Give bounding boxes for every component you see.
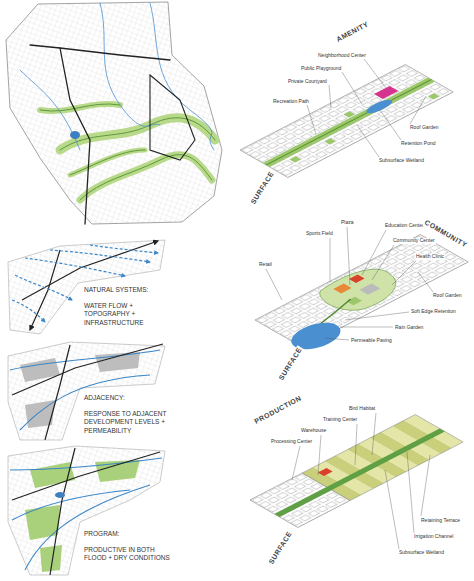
callout-label: Warehouse: [300, 428, 327, 434]
section-axis-label: SURFACE: [276, 345, 303, 382]
section-axis-label: PRODUCTION: [252, 394, 303, 426]
callout-label: Plaza: [340, 220, 355, 226]
section-note: RESPONSE TO ADJACENT DEVELOPMENT LEVELS …: [83, 410, 180, 435]
amenity-axon: [240, 65, 453, 178]
callout-label: Roof Garden: [432, 293, 463, 299]
callout-label: Community Center: [392, 238, 436, 244]
callout-label: Health Clinic: [415, 254, 445, 260]
section-note: PRODUCTIVE IN BOTH FLOOD + DRY CONDITION…: [83, 546, 175, 563]
callout-label: Bird Habitat: [348, 406, 376, 412]
callout-label: Neighborhood Center: [317, 53, 367, 59]
callout-label: Education Center: [384, 223, 425, 229]
callout-label: Roof Garden: [409, 125, 440, 131]
callout-label: Permeable Paving: [350, 338, 393, 344]
section-heading: NATURAL SYSTEMS:: [83, 286, 149, 293]
section-heading: ADJACENCY:: [83, 394, 126, 401]
callout-label: Processing Center: [270, 439, 313, 445]
callout-label: Retention Pond: [400, 141, 436, 147]
callout-label: Public Playground: [300, 66, 342, 72]
leader-lines: [266, 59, 433, 549]
site-map: [6, 2, 222, 224]
section-note: WATER FLOW + TOPOGRAPHY + INFRASTRUCTURE: [83, 302, 160, 327]
callout-label: Private Courtyard: [287, 79, 328, 85]
callout-label: Training Center: [322, 417, 358, 423]
callout-label: Soft Edge Retention: [410, 309, 457, 315]
callout-label: Retaining Terrace: [420, 518, 461, 524]
callout-label: Irrigation Channel: [413, 534, 454, 540]
section-axis-label: SURFACE: [248, 169, 275, 206]
section-axis-label: AMENITY: [334, 20, 370, 44]
section-axis-label: SURFACE: [266, 529, 293, 566]
community-axon: [252, 235, 474, 355]
natural-systems-sketch: [8, 240, 165, 334]
production-axon: [250, 415, 463, 528]
callout-label: Sports Field: [305, 231, 334, 237]
callout-label: Subsurface Wetland: [398, 550, 445, 556]
callout-label: Retail: [258, 262, 273, 268]
callout-label: Subsurface Wetland: [378, 158, 425, 164]
callout-label: Recreation Path: [272, 99, 310, 105]
section-heading: PROGRAM:: [83, 530, 120, 537]
callout-label: Rain Garden: [394, 325, 424, 331]
